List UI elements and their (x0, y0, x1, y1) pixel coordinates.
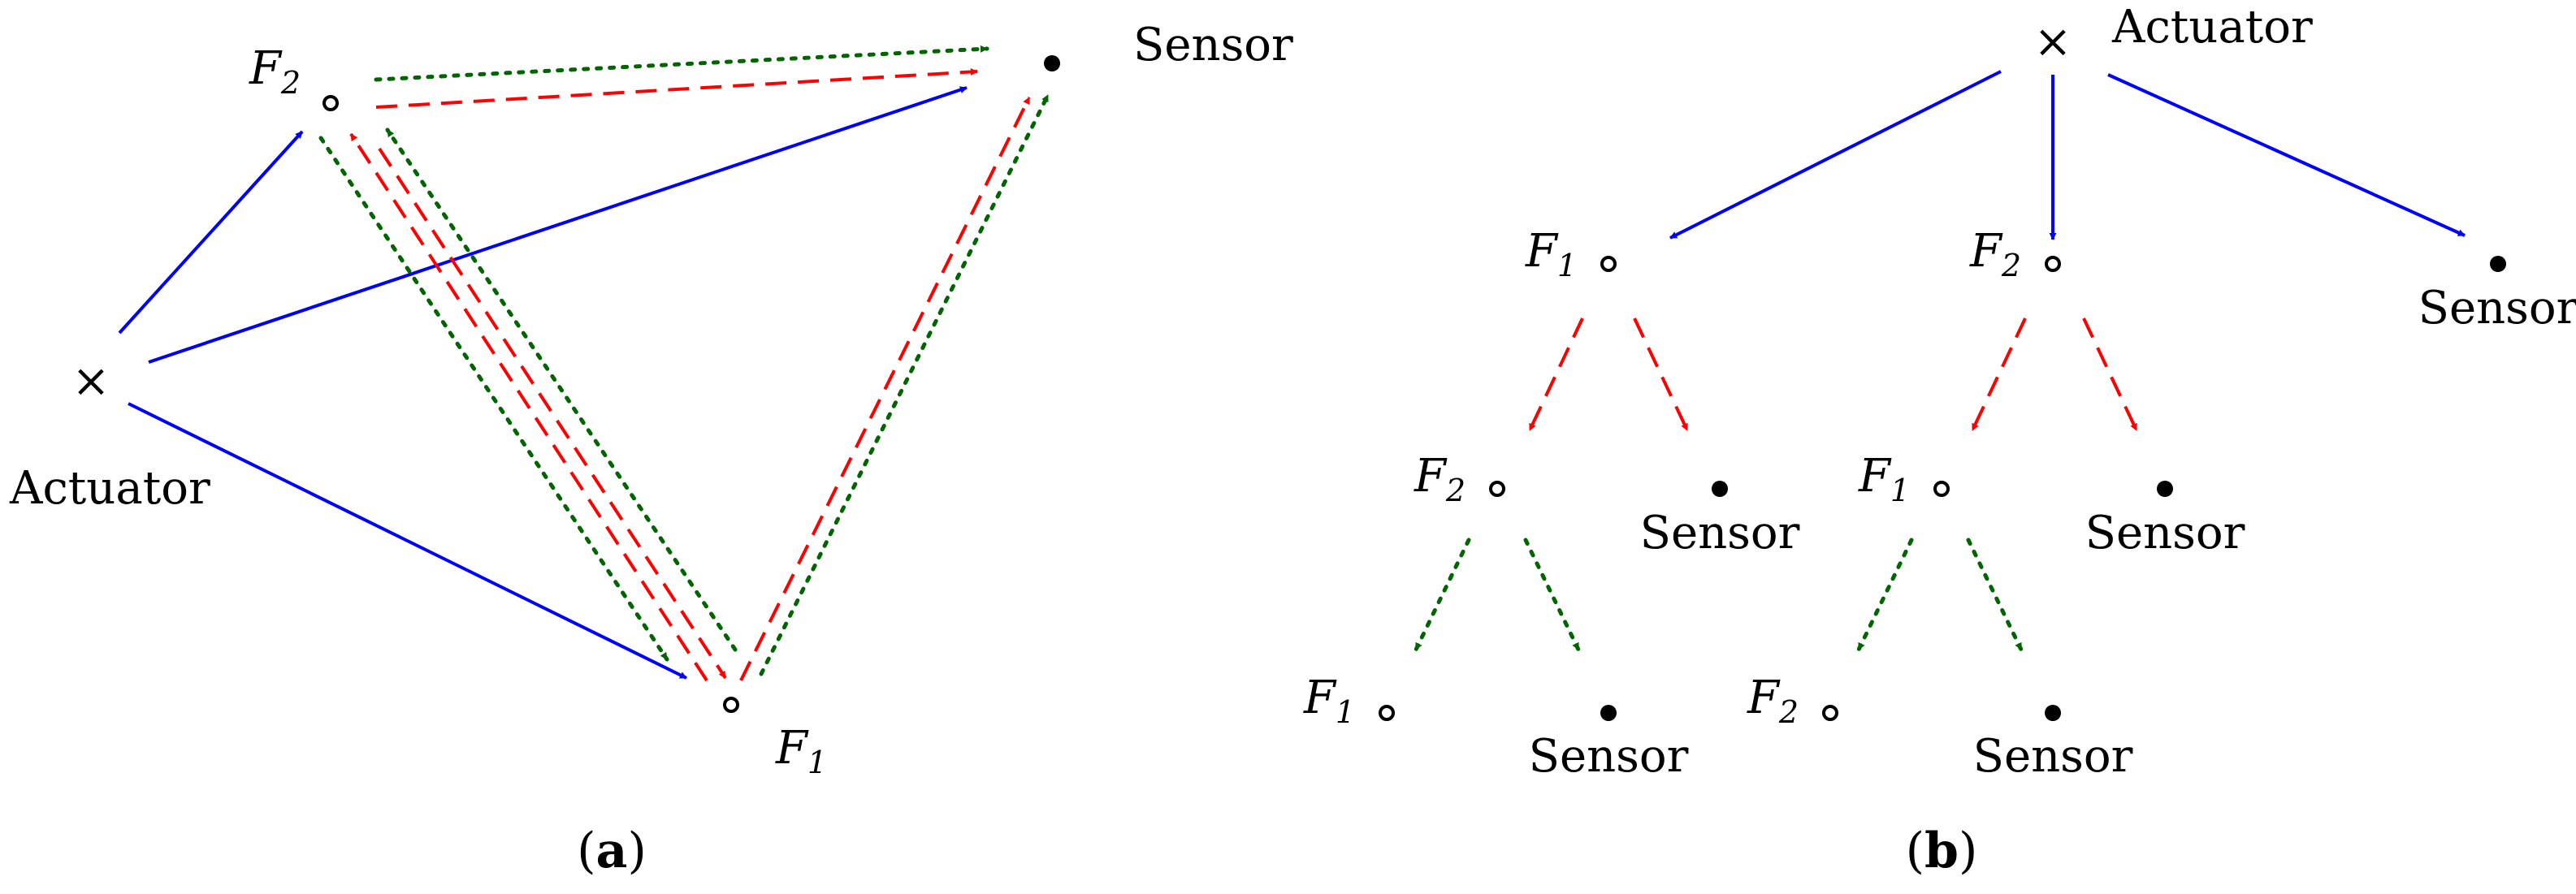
tree-edge-f2-to-f1 (1971, 317, 2027, 431)
tree-l1-sensor: Sensor (2418, 256, 2576, 335)
tree-l1-f2-label: F2 (1969, 225, 2021, 283)
tree-l2-f2: F2 (1414, 450, 1505, 508)
tree-l1-f2: F2 (1969, 225, 2061, 283)
tree-edge-f2-to-sensor-leaf (1523, 538, 1581, 652)
edge-f1-to-sensor (739, 97, 1031, 681)
tree-edge-f2-to-f1-leaf (1414, 538, 1471, 652)
tree-l1-f1-marker (1600, 256, 1617, 272)
tree-l2-f1: F1 (1858, 450, 1950, 508)
f2-node-marker (323, 95, 339, 111)
tree-l3-f1: F1 (1303, 672, 1395, 730)
tree-l2-sensor-a-marker (1712, 481, 1728, 497)
tree-l3-f2-marker (1822, 705, 1838, 721)
edge-actuator-to-sensor (148, 86, 968, 364)
tree-l2-sensor-b: Sensor (2085, 481, 2245, 559)
tree-l1-sensor-marker (2490, 256, 2506, 272)
tree-edge-f1-to-f2-leaf (1856, 538, 1914, 652)
tree-l1-f1: F1 (1525, 225, 1617, 283)
panel-a: × Actuator F2 F1 Sensor (a) (9, 19, 1293, 879)
tree-edge-actuator-to-f1 (1669, 70, 2002, 240)
tree-l1-f2-marker (2045, 256, 2061, 272)
panel-b: × Actuator F1 F2 Sensor F2 Sensor F1 (1303, 1, 2576, 879)
actuator-marker: × (72, 355, 110, 408)
tree-l2-f2-label: F2 (1414, 450, 1466, 508)
tree-edge-actuator-to-sensor (2107, 73, 2466, 237)
tree-l3-sensor-b-marker (2045, 705, 2061, 721)
panel-a-f1-node: F1 (723, 697, 827, 780)
tree-actuator-label: Actuator (2111, 1, 2313, 54)
panel-a-f2-edges (318, 45, 1050, 676)
tree-l2-f1-label: F1 (1858, 450, 1910, 508)
tree-l3-f2: F2 (1747, 672, 1838, 730)
tree-l3-f2-label: F2 (1747, 672, 1799, 730)
tree-l3-f1-label: F1 (1303, 672, 1355, 730)
sensor-label: Sensor (1133, 19, 1293, 71)
f1-label: F1 (775, 722, 827, 780)
edge-f2-to-f1 (378, 147, 727, 680)
panel-a-actuator-node: × Actuator (9, 355, 210, 515)
tree-l1-sensor-label: Sensor (2418, 282, 2576, 335)
tree-l3-sensor-a-label: Sensor (1529, 730, 1689, 783)
tree-l2-sensor-a: Sensor (1640, 481, 1800, 559)
f2-label: F2 (249, 42, 301, 101)
edge-f1-to-f2 (349, 132, 708, 682)
edge-actuator-to-f1 (128, 402, 687, 680)
edge-actuator-to-f2 (118, 130, 304, 335)
panel-a-f2-node: F2 (249, 42, 339, 111)
tree-l2-sensor-a-label: Sensor (1640, 507, 1800, 559)
tree-edge-f1-to-sensor-leaf (1966, 538, 2024, 652)
tree-l3-sensor-b-label: Sensor (1973, 730, 2133, 783)
edge-f2-to-f1-green (318, 136, 669, 662)
tree-actuator-marker: × (2034, 15, 2072, 68)
panel-b-actuator-edges (1669, 70, 2466, 240)
actuator-label: Actuator (9, 462, 210, 515)
tree-l1-f1-label: F1 (1525, 225, 1577, 283)
tree-l2-f1-marker (1933, 481, 1950, 497)
sensor-node-marker (1044, 55, 1060, 71)
panel-a-actuator-edges (118, 86, 968, 680)
tree-l2-sensor-b-marker (2157, 481, 2173, 497)
tree-l3-sensor-b: Sensor (1973, 705, 2133, 783)
edge-f1-to-sensor-green (759, 93, 1050, 676)
tree-edge-f1-to-sensor (1633, 317, 1689, 431)
edge-f2-to-sensor-green (374, 45, 989, 82)
tree-edge-f2-to-sensor (2082, 317, 2138, 431)
edge-f2-to-sensor (375, 67, 978, 109)
panel-b-caption: (b) (1906, 823, 1978, 879)
panel-a-caption: (a) (577, 823, 647, 879)
panel-b-f1-edges (1528, 317, 2138, 431)
tree-l3-sensor-a: Sensor (1529, 705, 1689, 783)
tree-l2-sensor-b-label: Sensor (2085, 507, 2245, 559)
f1-node-marker (723, 697, 739, 713)
panel-a-f1-edges (349, 67, 1031, 682)
tree-l2-f2-marker (1489, 481, 1505, 497)
tree-l3-sensor-a-marker (1600, 705, 1617, 721)
edge-f1-to-f2-green (385, 127, 738, 652)
tree-root-actuator: × Actuator (2034, 1, 2313, 68)
panel-a-sensor-node: Sensor (1044, 19, 1293, 71)
tree-l3-f1-marker (1379, 705, 1395, 721)
tree-edge-f1-to-f2 (1528, 317, 1584, 431)
